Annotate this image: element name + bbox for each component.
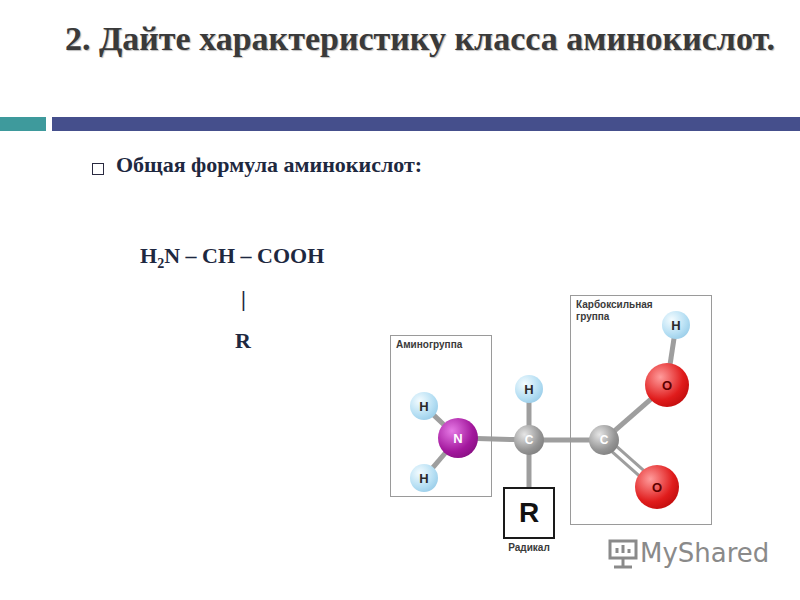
group-label: Аминогруппа xyxy=(396,339,486,351)
chemical-bond xyxy=(612,447,643,476)
watermark-bar xyxy=(628,549,631,553)
chemical-bond xyxy=(432,453,445,469)
chemical-bond xyxy=(529,402,530,426)
bond-line xyxy=(543,438,590,443)
formula-text: N – CH – COOH xyxy=(164,243,324,268)
atom-symbol: O xyxy=(662,379,672,392)
subheading: Общая формула аминокислот: xyxy=(116,152,422,178)
formula-bond: | xyxy=(241,286,246,312)
accent-bar xyxy=(0,117,46,131)
atom-circle: N xyxy=(438,418,478,458)
formula-text: H xyxy=(140,243,157,268)
atom-symbol: H xyxy=(671,319,680,332)
atom-circle: H xyxy=(410,464,438,492)
atom-symbol: H xyxy=(524,383,533,396)
header-bar xyxy=(52,117,800,131)
bond-line xyxy=(527,454,532,487)
bond-line xyxy=(670,338,674,364)
atom-circle: C xyxy=(589,425,619,455)
bullet-square xyxy=(93,164,104,175)
atom-symbol: C xyxy=(525,434,534,447)
group-label: Карбоксильная группа xyxy=(576,299,660,323)
radical-caption: Радикал xyxy=(503,541,555,555)
bond-line xyxy=(527,402,532,426)
chemical-bond xyxy=(543,440,590,441)
formula-line: H2N – CH – COOH xyxy=(140,243,324,272)
bond-line xyxy=(432,453,445,469)
atom-circle: H xyxy=(410,392,438,420)
radical-box: R xyxy=(503,487,555,539)
atom-symbol: N xyxy=(453,432,462,445)
atom-circle: C xyxy=(514,425,544,455)
group-box: АминогруппаH H N xyxy=(390,335,492,497)
slide-title: 2. Дайте характеристику класса аминокисл… xyxy=(50,14,790,64)
chemical-bond xyxy=(529,454,530,487)
radical-symbol: R xyxy=(519,497,539,529)
radical-node: R Радикал xyxy=(503,487,555,555)
watermark: MyShared xyxy=(640,538,769,568)
chemical-bond xyxy=(477,439,515,440)
formula-subscript: 2 xyxy=(157,256,164,271)
watermark-base xyxy=(614,566,632,569)
bond-line xyxy=(612,452,639,476)
watermark-stand xyxy=(622,558,625,566)
atom-circle: H xyxy=(662,311,690,339)
watermark-icon xyxy=(610,541,636,567)
watermark-bar xyxy=(616,548,619,553)
atom-symbol: H xyxy=(419,400,428,413)
atom-circle: O xyxy=(645,363,689,407)
atom-symbol: C xyxy=(600,434,609,447)
atom-symbol: O xyxy=(652,481,662,494)
watermark-board xyxy=(610,541,636,558)
watermark-bar xyxy=(622,545,625,553)
formula-radical: R xyxy=(235,328,251,354)
bond-line xyxy=(615,399,652,431)
bond-line xyxy=(477,439,515,440)
atom-circle: O xyxy=(635,465,679,509)
atom-symbol: H xyxy=(419,472,428,485)
chemical-bond xyxy=(670,338,674,364)
group-box: Карбоксильная группаH O C O xyxy=(570,295,712,525)
atom-circle: H xyxy=(515,375,543,403)
chemical-bond xyxy=(615,399,652,431)
